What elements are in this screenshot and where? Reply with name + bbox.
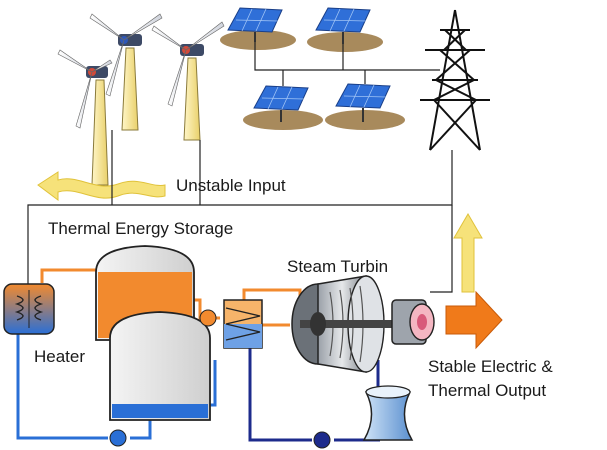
unstable-input-label: Unstable Input: [176, 176, 286, 195]
transmission-tower-icon: [420, 9, 490, 151]
pump-icon: [109, 429, 127, 447]
steam-turbine-icon: [291, 275, 396, 373]
heater-label: Heater: [34, 347, 85, 366]
grid-line: [27, 150, 453, 285]
wind-turbine-icon: [89, 13, 163, 131]
pump-icon: [313, 431, 331, 449]
solar-panel-icon: [307, 7, 383, 52]
solar-panel-icon: [243, 85, 323, 130]
output-grid-line: [430, 205, 453, 293]
wind-turbine-icon: [57, 49, 113, 186]
heater-icon: [3, 283, 55, 335]
storage-tank-icon: [109, 311, 211, 421]
solar-wiring: [254, 42, 440, 86]
steam-turbine-label: Steam Turbin: [287, 257, 388, 276]
wind-turbine-icon: [151, 21, 225, 141]
output-label-line1: Stable Electric &: [428, 357, 553, 376]
output-label-line2: Thermal Output: [428, 381, 546, 400]
solar-panel-icon: [220, 7, 296, 50]
electric-output-arrow: [445, 290, 503, 350]
thermal-storage-label: Thermal Energy Storage: [48, 219, 233, 238]
generator-icon: [391, 299, 435, 345]
wind-feed-line: [111, 130, 201, 205]
heat-exchanger-icon: [223, 299, 263, 349]
solar-panel-icon: [325, 83, 405, 130]
unstable-input-arrow: [37, 171, 166, 201]
cooling-tower-icon: [362, 385, 414, 441]
thermal-output-arrow: [453, 213, 483, 293]
pump-icon: [199, 309, 217, 327]
